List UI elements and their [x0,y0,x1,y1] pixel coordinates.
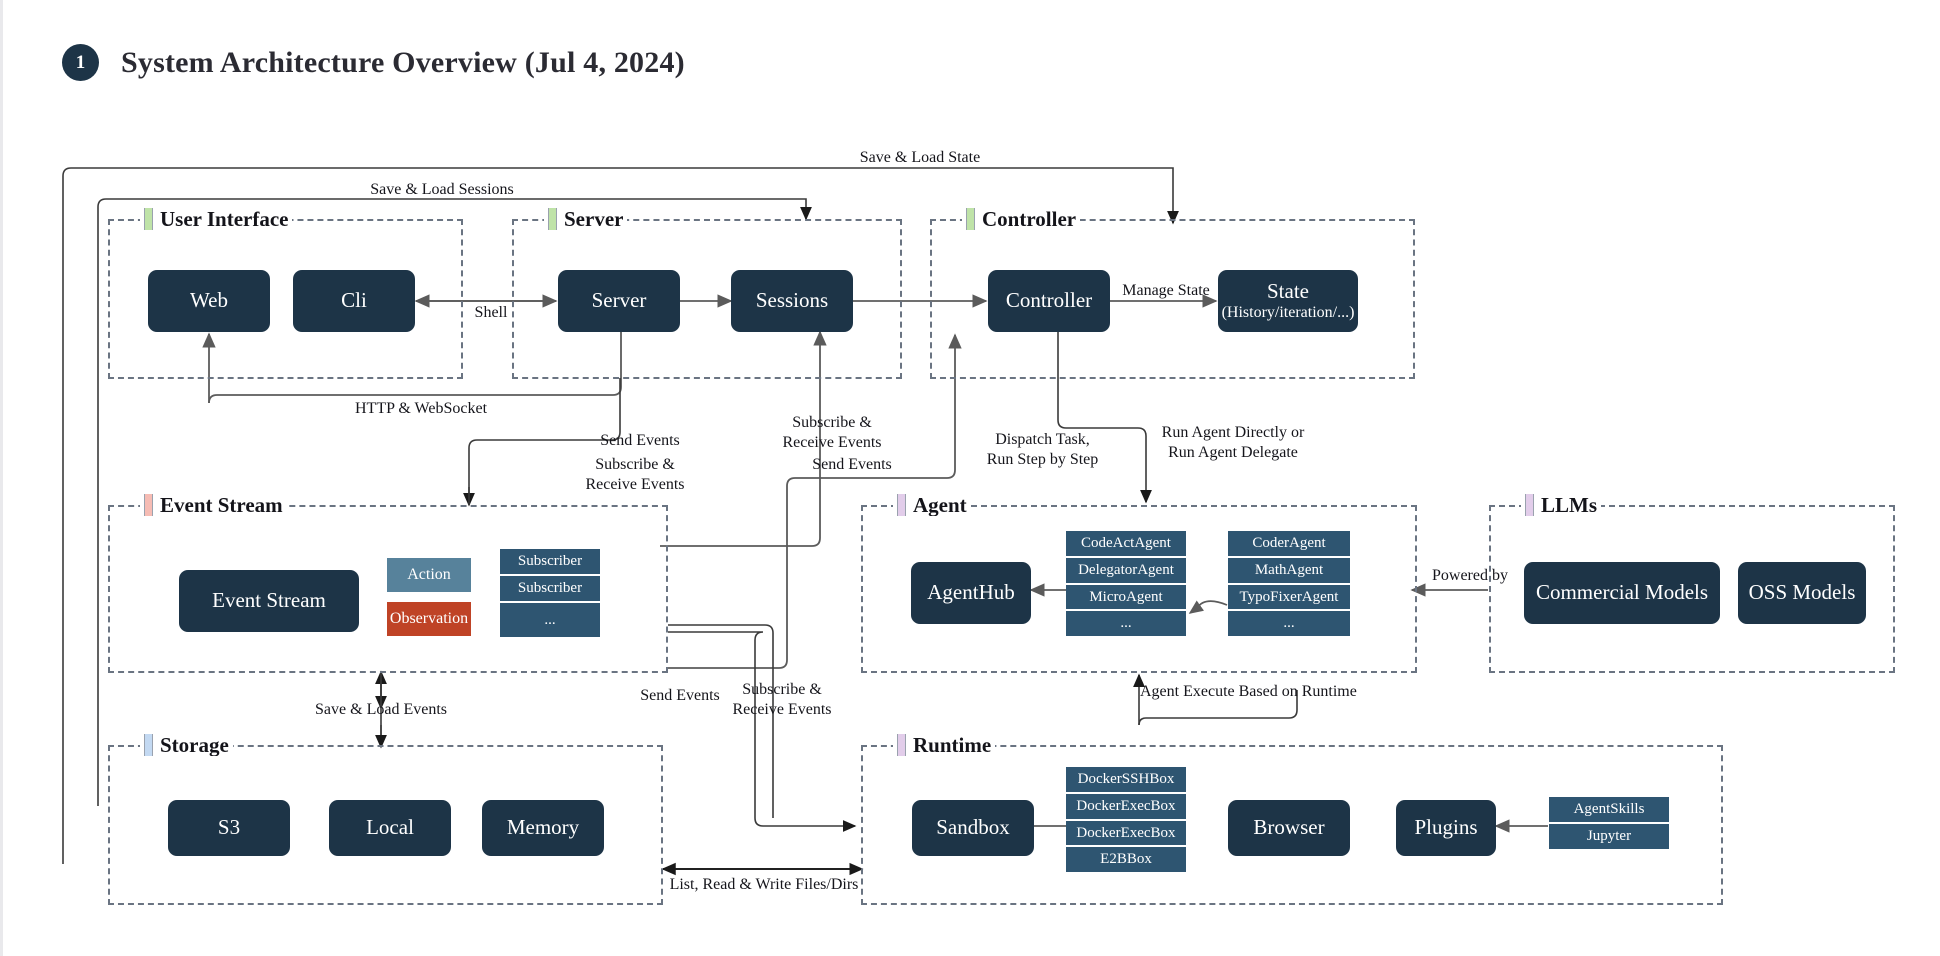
group-label-agent: Agent [913,494,967,516]
page-title: System Architecture Overview (Jul 4, 202… [121,45,685,79]
group-storage: Storage [108,734,663,905]
stack-subscribers: Subscriber Subscriber ... [500,549,600,638]
chip-observation: Observation [387,602,471,636]
server-tick [548,208,557,230]
node-browser[interactable]: Browser [1228,800,1350,856]
list-item[interactable]: AgentSkills [1549,797,1669,822]
list-item[interactable]: Subscriber [500,549,600,574]
edge-label-send-events-mid: Send Events [812,456,892,473]
list-item[interactable]: ... [1228,611,1350,636]
group-event-stream: Event Stream [108,494,668,673]
stack-agents-left: CodeActAgent DelegatorAgent MicroAgent .… [1066,531,1186,636]
list-item[interactable]: DockerExecBox [1066,793,1186,819]
agent-tick [897,494,906,516]
group-label-llms: LLMs [1541,494,1598,516]
edge-label-shell: Shell [474,304,508,321]
list-item[interactable]: Jupyter [1549,823,1669,849]
list-item[interactable]: ... [500,602,600,638]
node-oss-models[interactable]: OSS Models [1738,562,1866,624]
list-item[interactable]: CodeActAgent [1066,531,1186,556]
node-state-subtitle: (History/iteration/...) [1221,304,1355,322]
node-memory[interactable]: Memory [482,800,604,856]
group-label-server: Server [564,208,624,230]
stack-agents-right: CoderAgent MathAgent TypoFixerAgent ... [1228,531,1350,636]
list-item[interactable]: DelegatorAgent [1066,557,1186,583]
group-user-interface: User Interface [108,208,463,379]
list-item[interactable]: CoderAgent [1228,531,1350,556]
list-item[interactable]: TypoFixerAgent [1228,584,1350,610]
edge-label-save-load-state: Save & Load State [859,149,981,166]
controller-tick [966,208,975,230]
storage-tick [144,734,153,756]
edge-label-powered-by: Powered by [1432,567,1508,584]
group-llms: LLMs [1489,494,1895,673]
edge-label-subscribe-receive-lower: Subscribe & Receive Events [732,681,832,718]
list-item[interactable]: MathAgent [1228,557,1350,583]
node-sessions[interactable]: Sessions [731,270,853,332]
node-s3[interactable]: S3 [168,800,290,856]
group-runtime: Runtime [861,734,1723,905]
group-label-controller: Controller [982,208,1077,230]
group-label-event-stream: Event Stream [160,494,283,516]
node-event-stream[interactable]: Event Stream [179,570,359,632]
edge-label-http-websocket: HTTP & WebSocket [354,400,488,417]
group-controller: Controller [930,208,1415,379]
chip-action: Action [387,558,471,592]
llms-tick [1525,494,1534,516]
edge-label-list-read-write: List, Read & Write Files/Dirs [669,876,859,893]
edge-label-send-events-left: Send Events [600,432,680,449]
edge-label-save-load-events: Save & Load Events [315,701,447,718]
node-state-title: State [1267,278,1309,303]
group-label-user-interface: User Interface [160,208,289,230]
node-commercial-models[interactable]: Commercial Models [1524,562,1720,624]
group-server: Server [512,208,902,379]
edge-label-subscribe-receive-mid: Subscribe & Receive Events [782,414,882,451]
edge-label-save-load-sessions: Save & Load Sessions [370,181,514,198]
list-item[interactable]: ... [1066,611,1186,636]
list-item[interactable]: MicroAgent [1066,584,1186,610]
node-state[interactable]: State (History/iteration/...) [1218,270,1358,332]
node-agent-hub[interactable]: AgentHub [911,562,1031,624]
node-local[interactable]: Local [329,800,451,856]
edge-label-agent-execute: Agent Execute Based on Runtime [1140,683,1357,700]
event-stream-tick [144,494,153,516]
edge-label-manage-state: Manage State [1122,282,1210,299]
group-label-runtime: Runtime [913,734,992,756]
node-sandbox[interactable]: Sandbox [912,800,1034,856]
edge-label-dispatch-task: Dispatch Task, Run Step by Step [986,431,1099,468]
slide-left-rule [0,0,3,956]
group-agent: Agent [861,494,1417,673]
edge-label-subscribe-receive-left: Subscribe & Receive Events [585,456,685,493]
node-web[interactable]: Web [148,270,270,332]
list-item[interactable]: Subscriber [500,575,600,601]
group-label-storage: Storage [160,734,229,756]
node-server[interactable]: Server [558,270,680,332]
node-cli[interactable]: Cli [293,270,415,332]
runtime-tick [897,734,906,756]
node-controller[interactable]: Controller [988,270,1110,332]
edge-label-run-agent: Run Agent Directly or Run Agent Delegate [1161,424,1305,461]
node-plugins[interactable]: Plugins [1396,800,1496,856]
slide-title-row: 1 System Architecture Overview (Jul 4, 2… [62,44,685,81]
list-item[interactable]: E2BBox [1066,847,1186,872]
user-interface-tick [144,208,153,230]
edge-label-send-events-lower: Send Events [640,687,720,704]
list-item[interactable]: DockerSSHBox [1066,767,1186,792]
slide-number-badge: 1 [62,44,99,81]
stack-sandboxes: DockerSSHBox DockerExecBox DockerExecBox… [1066,767,1186,872]
stack-plugins: AgentSkills Jupyter [1549,797,1669,849]
list-item[interactable]: DockerExecBox [1066,820,1186,846]
